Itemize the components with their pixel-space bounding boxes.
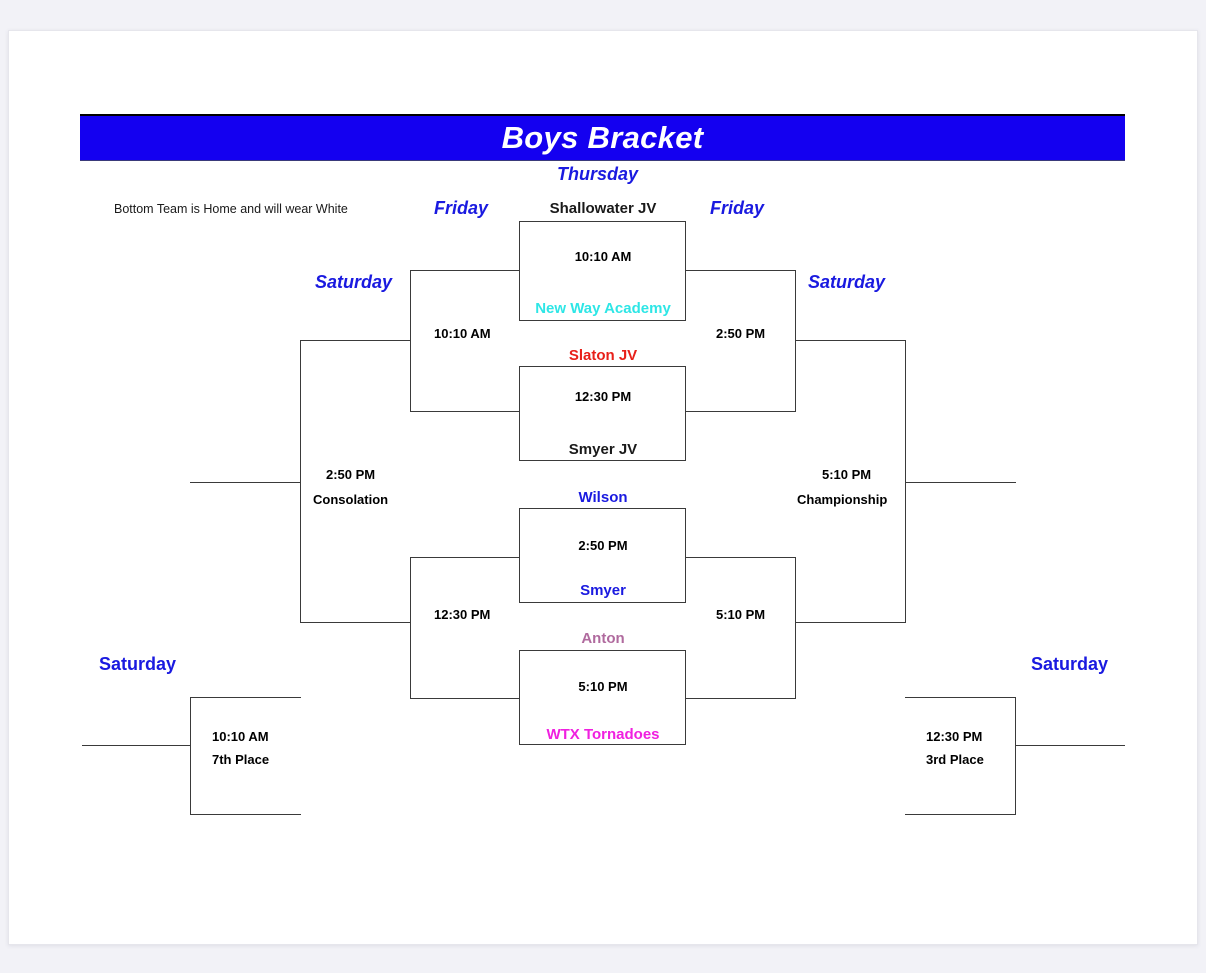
- game1-time: 10:10 AM: [574, 249, 632, 264]
- seventh-place-line-bottom: [190, 814, 301, 815]
- game2-time: 12:30 PM: [574, 389, 632, 404]
- championship-time: 5:10 PM: [822, 467, 872, 482]
- team-smyer: Smyer: [580, 582, 626, 599]
- seventh-place-time: 10:10 AM: [212, 729, 269, 744]
- document-card: [8, 30, 1198, 945]
- consolation-time: 2:50 PM: [326, 467, 376, 482]
- team-wtx-tornadoes: WTX Tornadoes: [546, 726, 660, 743]
- championship-line-bottom: [795, 622, 906, 623]
- winners-upper-line-top: [686, 270, 796, 271]
- consolation-output-line: [190, 482, 301, 483]
- team-wilson: Wilson: [578, 489, 628, 506]
- game3-time: 2:50 PM: [578, 538, 628, 553]
- team-new-way-academy: New Way Academy: [535, 300, 671, 317]
- day-label-friday-right: Friday: [710, 198, 765, 218]
- day-label-saturday-bottom-right: Saturday: [1031, 654, 1109, 674]
- third-place-time: 12:30 PM: [926, 729, 983, 744]
- winners-upper-line-vert: [795, 270, 796, 412]
- seventh-place-line-top: [190, 697, 301, 698]
- championship-label: Championship: [797, 492, 888, 507]
- team-anton: Anton: [581, 630, 625, 647]
- consolation-line-bottom: [300, 622, 411, 623]
- home-team-note: Bottom Team is Home and will wear White: [114, 202, 348, 216]
- championship-output-line: [905, 482, 1016, 483]
- winners-lower-semi-time: 5:10 PM: [716, 607, 766, 622]
- losers-lower-time: 12:30 PM: [434, 607, 491, 622]
- losers-upper-line-bottom: [410, 411, 520, 412]
- seventh-place-input-line: [82, 745, 191, 746]
- day-label-saturday-bottom-left: Saturday: [99, 654, 177, 674]
- losers-upper-line-vert: [410, 270, 411, 412]
- team-slaton-jv: Slaton JV: [568, 347, 638, 364]
- winners-lower-line-top: [686, 557, 796, 558]
- team-shallowater-jv: Shallowater JV: [549, 200, 657, 217]
- match-box-game1[interactable]: [519, 221, 686, 321]
- winners-upper-line-bottom: [686, 411, 796, 412]
- consolation-line-top: [300, 340, 411, 341]
- losers-lower-line-vert: [410, 557, 411, 699]
- consolation-line-vert: [300, 340, 301, 623]
- match-box-game3[interactable]: [519, 508, 686, 603]
- losers-upper-time: 10:10 AM: [434, 326, 491, 341]
- bracket-title-banner: Boys Bracket: [80, 114, 1125, 161]
- third-place-line-vert: [1015, 697, 1016, 815]
- third-place-line-top: [905, 697, 1016, 698]
- seventh-place-label: 7th Place: [212, 752, 270, 767]
- day-label-friday-left: Friday: [434, 198, 489, 218]
- championship-line-vert: [905, 340, 906, 623]
- page-title: Boys Bracket: [501, 120, 704, 155]
- third-place-output-line: [1015, 745, 1125, 746]
- winners-lower-line-vert: [795, 557, 796, 699]
- losers-upper-line-top: [410, 270, 520, 271]
- third-place-label: 3rd Place: [926, 752, 984, 767]
- day-label-thursday: Thursday: [557, 164, 639, 184]
- losers-lower-line-bottom: [410, 698, 520, 699]
- winners-lower-line-bottom: [686, 698, 796, 699]
- losers-lower-line-top: [410, 557, 520, 558]
- consolation-label: Consolation: [313, 492, 389, 507]
- match-box-game2[interactable]: [519, 366, 686, 461]
- match-box-game4[interactable]: [519, 650, 686, 745]
- day-label-saturday-right-semi: Saturday: [808, 272, 886, 292]
- championship-line-top: [795, 340, 906, 341]
- game4-time: 5:10 PM: [578, 679, 628, 694]
- day-label-saturday-left-semi: Saturday: [315, 272, 393, 292]
- third-place-line-bottom: [905, 814, 1016, 815]
- seventh-place-line-vert: [190, 697, 191, 815]
- team-smyer-jv: Smyer JV: [568, 441, 638, 458]
- winners-upper-semi-time: 2:50 PM: [716, 326, 766, 341]
